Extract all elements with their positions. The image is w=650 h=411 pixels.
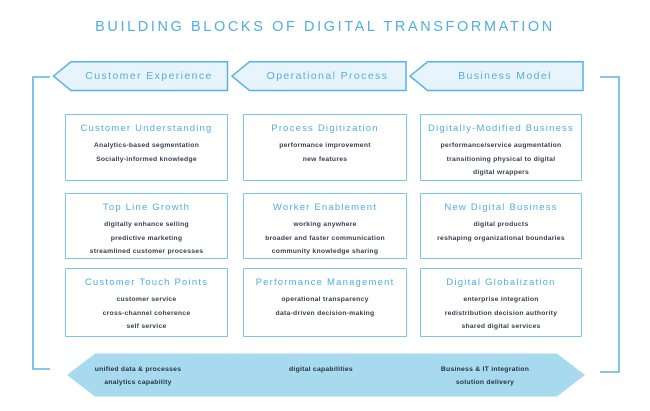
pillar-header-label: Operational Process — [266, 70, 389, 82]
foundation-line: analytics capability — [104, 379, 172, 386]
block-item: self service — [126, 323, 167, 330]
pillar-header-operational-process: Operational Process — [249, 61, 406, 91]
block-item: shared digital services — [461, 323, 541, 330]
foundation-group-business-it: Business & IT integration solution deliv… — [385, 363, 585, 389]
pillar-arrow-customer-experience — [52, 61, 229, 92]
block-items: customer service cross-channel coherence… — [66, 293, 227, 334]
block-item: community knowledge sharing — [271, 248, 379, 255]
pillar-arrow-operational-process — [230, 61, 407, 92]
block-customer-understanding: Customer Understanding Analytics-based s… — [65, 114, 228, 181]
block-title: Customer Touch Points — [84, 277, 209, 288]
block-items: performance/service augmentation transit… — [421, 139, 581, 180]
left-bracket — [32, 76, 50, 370]
block-item: operational transparency — [281, 296, 369, 303]
foundation-line: unified data & processes — [94, 366, 182, 373]
pillar-header-label: Customer Experience — [85, 70, 213, 82]
block-item: cross-channel coherence — [102, 309, 191, 317]
foundation-line: digital capabilities — [289, 366, 353, 373]
block-title: Process Digitization — [271, 123, 379, 134]
pillar-header-customer-experience: Customer Experience — [71, 61, 227, 91]
block-item: reshaping organizational boundaries — [437, 234, 565, 242]
block-item: predictive marketing — [110, 234, 183, 242]
block-item: working anywhere — [293, 221, 357, 228]
block-items: digitally enhance selling predictive mar… — [66, 218, 227, 259]
block-item: digital products — [473, 221, 529, 228]
block-top-line-growth: Top Line Growth digitally enhance sellin… — [65, 193, 228, 259]
block-item: performance improvement — [279, 142, 371, 149]
block-item: new features — [302, 155, 348, 163]
block-item: enterprise integration — [463, 296, 539, 303]
block-item: digital wrappers — [472, 169, 530, 176]
block-customer-touch-points: Customer Touch Points customer service c… — [65, 268, 228, 337]
block-item: Socially-informed knowledge — [96, 155, 197, 163]
pillar-arrow-business-model — [408, 61, 584, 92]
block-item: broader and faster communication — [265, 234, 385, 242]
block-title: Digital Globalization — [446, 277, 556, 288]
foundation-line: Business & IT integration — [440, 366, 530, 373]
block-items: Analytics-based segmentation Socially-in… — [66, 139, 227, 166]
block-items: operational transparency data-driven dec… — [244, 293, 406, 320]
block-digitally-modified-business: Digitally-Modified Business performance/… — [420, 114, 582, 181]
block-item: Analytics-based segmentation — [93, 142, 200, 149]
block-item: customer service — [116, 296, 177, 303]
foundation-line: solution delivery — [455, 379, 515, 386]
block-title: Performance Management — [255, 277, 395, 288]
block-performance-management: Performance Management operational trans… — [243, 268, 407, 337]
pillar-header-label: Business Model — [458, 70, 552, 82]
block-items: enterprise integration redistribution de… — [421, 293, 581, 334]
block-items: performance improvement new features — [244, 139, 406, 166]
block-title: Top Line Growth — [102, 202, 191, 213]
block-item: digitally enhance selling — [104, 221, 189, 228]
block-process-digitization: Process Digitization performance improve… — [243, 114, 407, 181]
block-item: data-driven decision-making — [275, 309, 375, 317]
block-item: performance/service augmentation — [440, 142, 562, 149]
block-title: Digitally-Modified Business — [428, 123, 574, 134]
foundation-group-digital-capabilities: digital capabilities — [221, 363, 421, 376]
block-item: streamlined customer processes — [89, 248, 204, 255]
block-new-digital-business: New Digital Business digital products re… — [420, 193, 582, 259]
block-title: Worker Enablement — [272, 202, 378, 213]
block-items: working anywhere broader and faster comm… — [244, 218, 406, 259]
block-worker-enablement: Worker Enablement working anywhere broad… — [243, 193, 407, 259]
block-title: Customer Understanding — [80, 123, 213, 134]
block-title: New Digital Business — [444, 202, 558, 213]
block-item: redistribution decision authority — [444, 309, 558, 317]
block-item: transitioning physical to digital — [446, 155, 556, 163]
pillar-header-business-model: Business Model — [427, 61, 583, 91]
right-bracket — [600, 76, 620, 373]
page-title: BUILDING BLOCKS OF DIGITAL TRANSFORMATIO… — [95, 19, 555, 35]
foundation-arrow-shape — [67, 353, 585, 397]
block-items: digital products reshaping organizationa… — [421, 218, 581, 245]
foundation-group-data-analytics: unified data & processes analytics capab… — [38, 363, 238, 389]
block-digital-globalization: Digital Globalization enterprise integra… — [420, 268, 582, 337]
